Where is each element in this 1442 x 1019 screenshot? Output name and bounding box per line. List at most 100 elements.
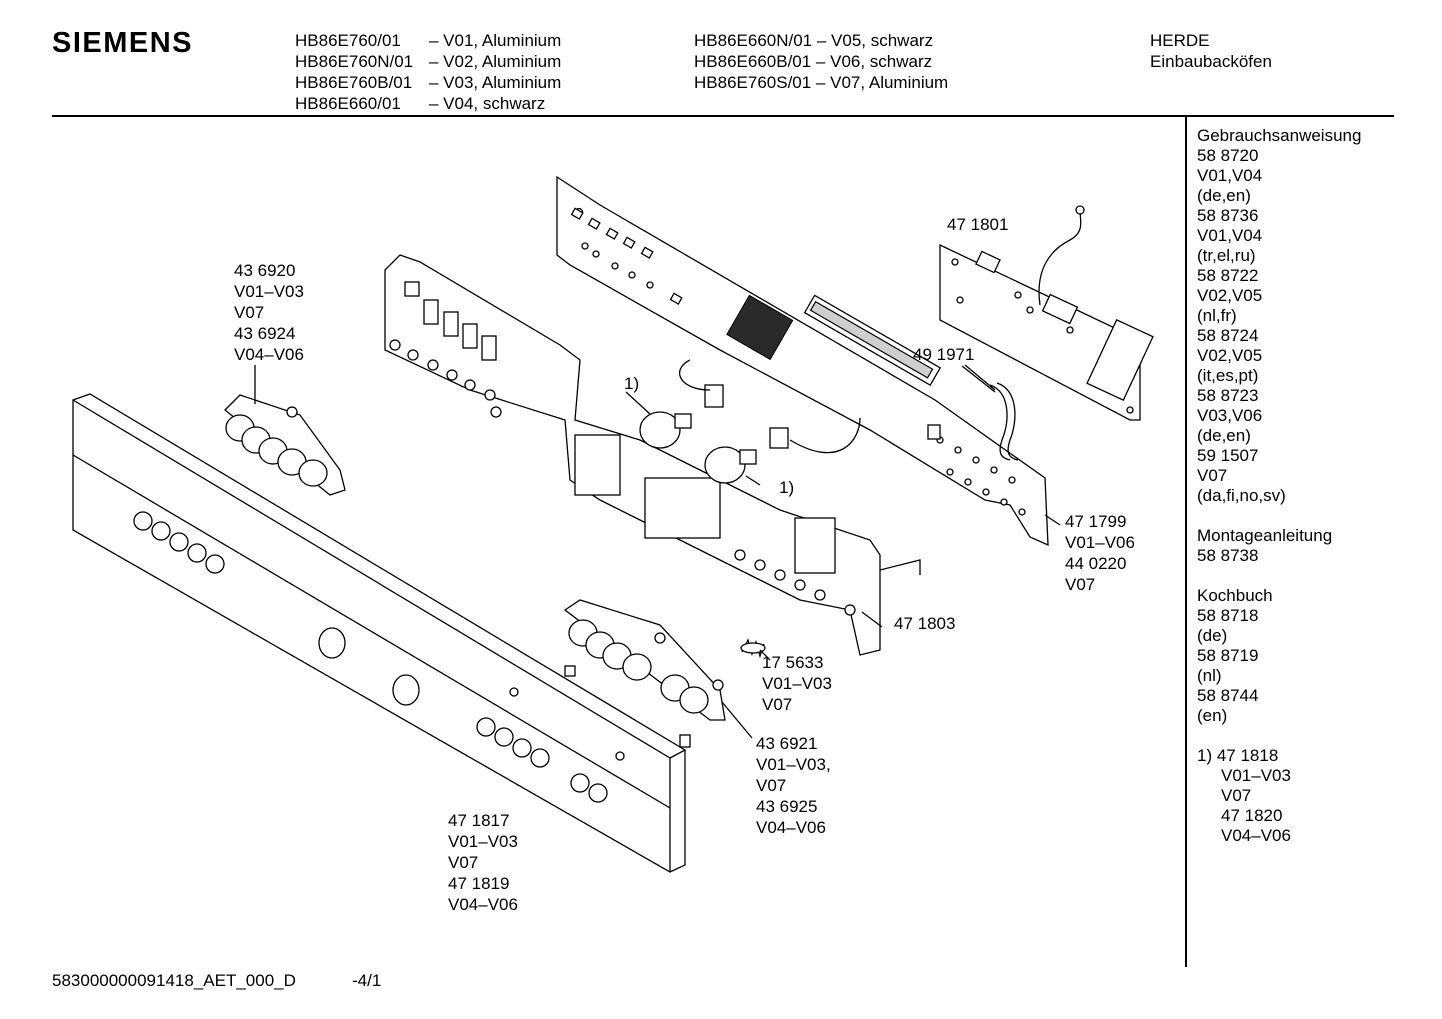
- spacer: [1197, 506, 1361, 526]
- variant-range: V07: [762, 695, 793, 714]
- spacer: [1197, 726, 1361, 746]
- cookbook-line: 58 8744: [1197, 686, 1259, 705]
- cookbook-line: 58 8718: [1197, 606, 1259, 625]
- assembly-title: Montageanleitung: [1197, 526, 1333, 545]
- variant-range: V04–V06: [756, 818, 826, 837]
- model-variant: – V02, Aluminium: [429, 52, 562, 71]
- model-code: HB86E760/01: [295, 31, 401, 50]
- label-footnote-ref-lower: 1): [779, 478, 795, 497]
- model-code: HB86E760B/01: [295, 73, 413, 92]
- knob-cluster-left: [224, 394, 346, 496]
- model-row: HB86E660/01 – V04, schwarz: [295, 93, 625, 114]
- cookbook-line: (nl): [1197, 666, 1222, 685]
- label-module: 47 1799 V01–V06 44 0220 V07: [1065, 511, 1135, 595]
- model-variant: – V04, schwarz: [429, 94, 546, 113]
- footnote-line: V07: [1221, 786, 1252, 805]
- header-divider: [52, 115, 1394, 117]
- manual-line: (de,en): [1197, 426, 1251, 445]
- part-number: 43 6924: [234, 324, 296, 343]
- footnote-line: V01–V03: [1221, 766, 1291, 785]
- manual-line: V02,V05: [1197, 346, 1263, 365]
- brand-logo: SIEMENS: [52, 27, 194, 59]
- part-number: 43 6920: [234, 261, 296, 280]
- part-number: 43 6925: [756, 797, 818, 816]
- part-number: 44 0220: [1065, 554, 1127, 573]
- sidebar-divider: [1185, 117, 1187, 967]
- page-number: -4/1: [352, 971, 382, 990]
- variant-range: V01–V06: [1065, 533, 1135, 552]
- cookbook-line: 58 8719: [1197, 646, 1259, 665]
- model-row: HB86E760B/01 – V03, Aluminium: [295, 72, 625, 93]
- control-board: [556, 175, 1049, 547]
- variant-range: V07: [1065, 575, 1096, 594]
- leader-lines: [254, 364, 1061, 739]
- label-knob-right: 43 6921 V01–V03, V07 43 6925 V04–V06: [756, 733, 831, 838]
- variant-range: V04–V06: [234, 345, 304, 364]
- knob-cluster-right: [563, 599, 726, 721]
- variant-range: V07: [234, 303, 265, 322]
- variant-range: V01–V03: [234, 282, 304, 301]
- label-spring: 17 5633 V01–V03 V07: [762, 652, 832, 715]
- manual-line: 59 1507: [1197, 446, 1259, 465]
- label-panel: 47 1817 V01–V03 V07 47 1819 V04–V06: [448, 810, 518, 915]
- manual-line: V07: [1197, 466, 1228, 485]
- variant-range: V07: [448, 853, 479, 872]
- part-number: 17 5633: [762, 653, 824, 672]
- manual-line: 58 8723: [1197, 386, 1259, 405]
- model-code: HB86E660/01: [295, 94, 401, 113]
- manual-line: (it,es,pt): [1197, 366, 1259, 385]
- model-row: HB86E760S/01 – V07, Aluminium: [694, 73, 949, 92]
- label-bracket: 47 1803: [894, 614, 956, 633]
- manual-line: 58 8724: [1197, 326, 1259, 345]
- variant-range: V07: [756, 776, 787, 795]
- document-id: 583000000091418_AET_000_D: [52, 971, 296, 990]
- variant-range: V01–V03: [762, 674, 832, 693]
- manual-line: (de,en): [1197, 186, 1251, 205]
- manual-line: V02,V05: [1197, 286, 1263, 305]
- manual-line: (tr,el,ru): [1197, 246, 1256, 265]
- manual-line: 58 8720: [1197, 146, 1259, 165]
- manual-line: V03,V06: [1197, 406, 1263, 425]
- assembly-line: 58 8738: [1197, 546, 1259, 565]
- rotary-switch-upper: [639, 359, 724, 449]
- part-number: 47 1799: [1065, 512, 1127, 531]
- manual-line: 58 8736: [1197, 206, 1259, 225]
- manual-line: 58 8722: [1197, 266, 1259, 285]
- model-variant: – V01, Aluminium: [429, 31, 562, 50]
- front-panel: [72, 393, 691, 873]
- manual-line: V01,V04: [1197, 226, 1263, 245]
- label-board-top: 47 1801: [947, 215, 1009, 234]
- variant-range: V01–V03,: [756, 755, 831, 774]
- category-label: HERDE Einbaubacköfen: [1150, 30, 1272, 72]
- cookbook-line: (en): [1197, 706, 1228, 725]
- manual-line: V01,V04: [1197, 166, 1263, 185]
- label-footnote-ref-upper: 1): [624, 374, 640, 393]
- footnote-line: V04–V06: [1221, 826, 1291, 845]
- model-row: HB86E660B/01 – V06, schwarz: [694, 52, 933, 71]
- model-row: HB86E660N/01 – V05, schwarz: [694, 31, 934, 50]
- display-board: [939, 205, 1154, 421]
- manual-line: (da,fi,no,sv): [1197, 486, 1286, 505]
- flat-cable: [961, 365, 1019, 461]
- rotary-switch-lower: [704, 417, 861, 484]
- footnote-line: 47 1820: [1221, 806, 1283, 825]
- model-row: HB86E760N/01– V02, Aluminium: [295, 51, 625, 72]
- manual-line: (nl,fr): [1197, 306, 1237, 325]
- footnote-line: 1) 47 1818: [1197, 746, 1279, 765]
- label-knob-left: 43 6920 V01–V03 V07 43 6924 V04–V06: [234, 260, 304, 365]
- cookbook-title: Kochbuch: [1197, 586, 1273, 605]
- main-frame: [384, 254, 921, 656]
- cookbook-line: (de): [1197, 626, 1228, 645]
- part-number: 47 1819: [448, 874, 510, 893]
- sidebar-documents: Gebrauchsanweisung 58 8720 V01,V04 (de,e…: [1197, 126, 1361, 846]
- part-number: 43 6921: [756, 734, 818, 753]
- model-list-left: HB86E760/01 – V01, Aluminium HB86E760N/01…: [295, 30, 625, 114]
- variant-range: V04–V06: [448, 895, 518, 914]
- spring: [740, 638, 766, 659]
- manual-title: Gebrauchsanweisung: [1197, 126, 1362, 145]
- model-variant: – V03, Aluminium: [429, 73, 562, 92]
- model-list-right: HB86E660N/01 – V05, schwarz HB86E660B/01…: [694, 30, 948, 93]
- category-line: HERDE: [1150, 31, 1210, 50]
- label-cable: 49 1971: [913, 345, 975, 364]
